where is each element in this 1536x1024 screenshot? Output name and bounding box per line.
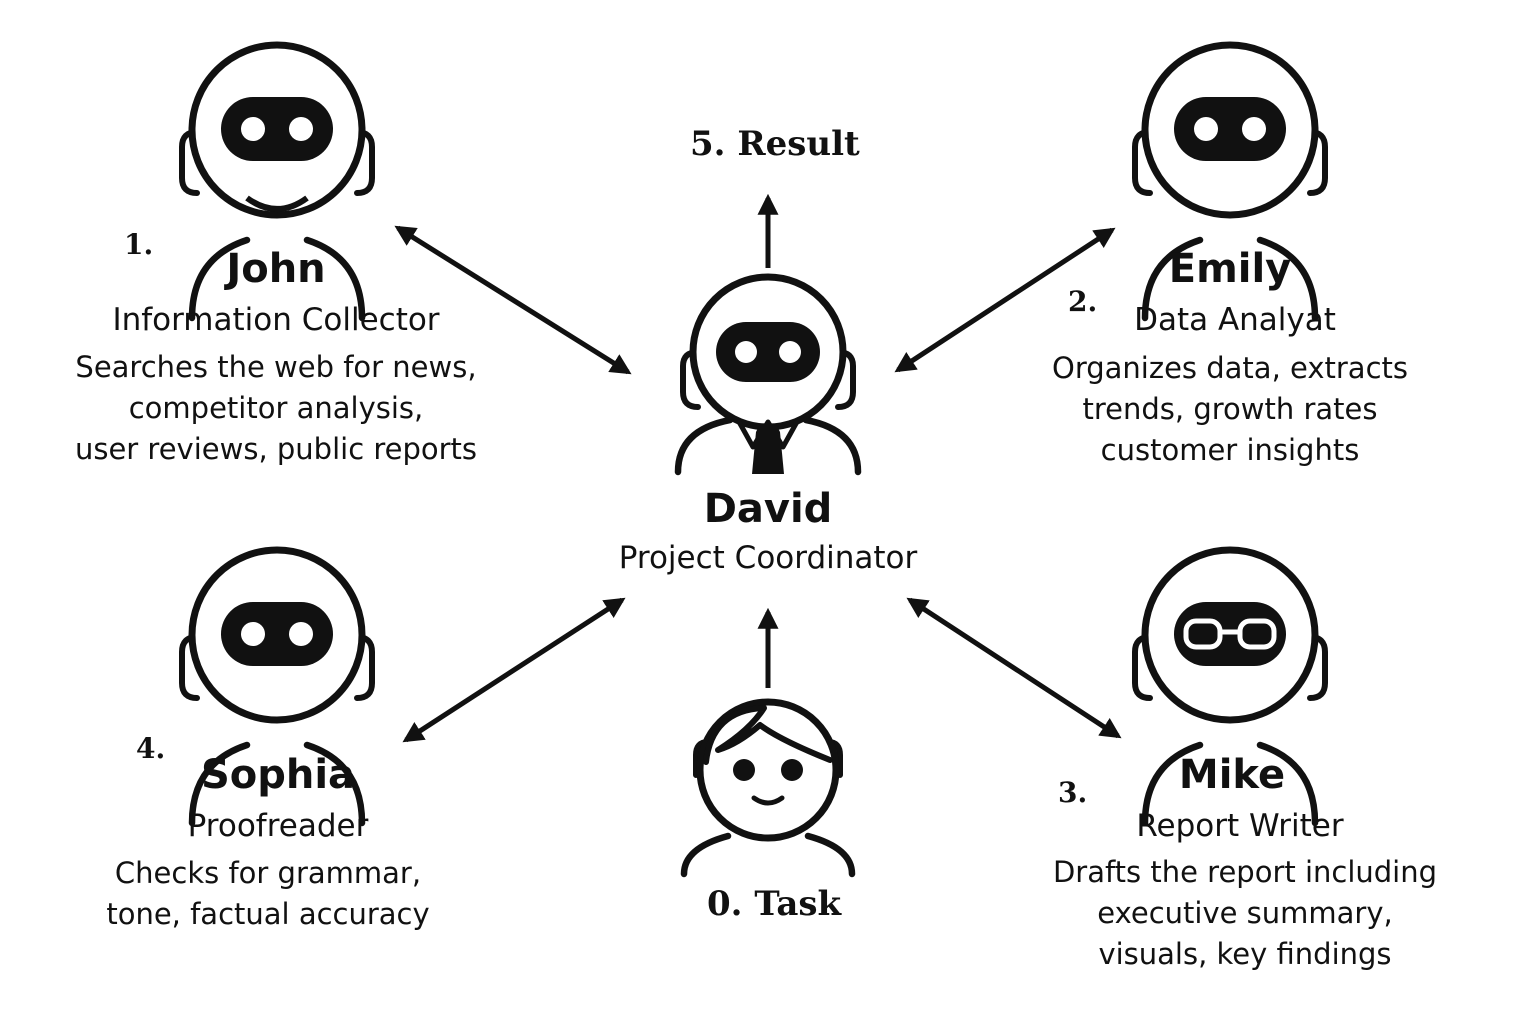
agent-role-emily: Data Analyat: [1134, 302, 1336, 338]
agent-name-emily: Emily: [1168, 246, 1292, 292]
arrow-david-john: [394, 225, 632, 375]
robot-icon: [182, 550, 372, 823]
coordinator-name: David: [703, 486, 833, 532]
agent-description-sophia: Checks for grammar, tone, factual accura…: [106, 856, 430, 931]
step-number-emily: 2.: [1068, 285, 1098, 318]
task-label: 0. Task: [707, 884, 842, 924]
agent-name-sophia: Sophia: [200, 752, 356, 798]
agent-role-mike: Report Writer: [1136, 808, 1344, 844]
robot-icon: [182, 45, 372, 318]
agent-name-mike: Mike: [1178, 752, 1286, 798]
step-number-sophia: 4.: [136, 732, 166, 765]
step-number-mike: 3.: [1058, 776, 1088, 809]
result-label: 5. Result: [690, 124, 860, 164]
agent-description-john: Searches the web for news, competitor an…: [74, 350, 478, 466]
agent-role-john: Information Collector: [112, 302, 440, 338]
arrow-david-emily: [894, 227, 1116, 373]
robot-icon: [1135, 45, 1325, 318]
person-icon: [680, 698, 856, 878]
coordinator-role: Project Coordinator: [618, 540, 918, 576]
robot-with-tie-icon: [674, 273, 862, 476]
arrow-david-mike: [906, 597, 1122, 739]
agent-name-john: John: [226, 246, 326, 292]
arrow-david-sophia: [402, 597, 626, 743]
agent-description-emily: Organizes data, extracts trends, growth …: [1052, 351, 1408, 467]
agent-description-mike: Drafts the report including executive su…: [1052, 855, 1438, 971]
agent-role-sophia: Proofreader: [187, 808, 369, 844]
robot-with-glasses-icon: [1135, 550, 1325, 823]
step-number-john: 1.: [124, 228, 154, 261]
